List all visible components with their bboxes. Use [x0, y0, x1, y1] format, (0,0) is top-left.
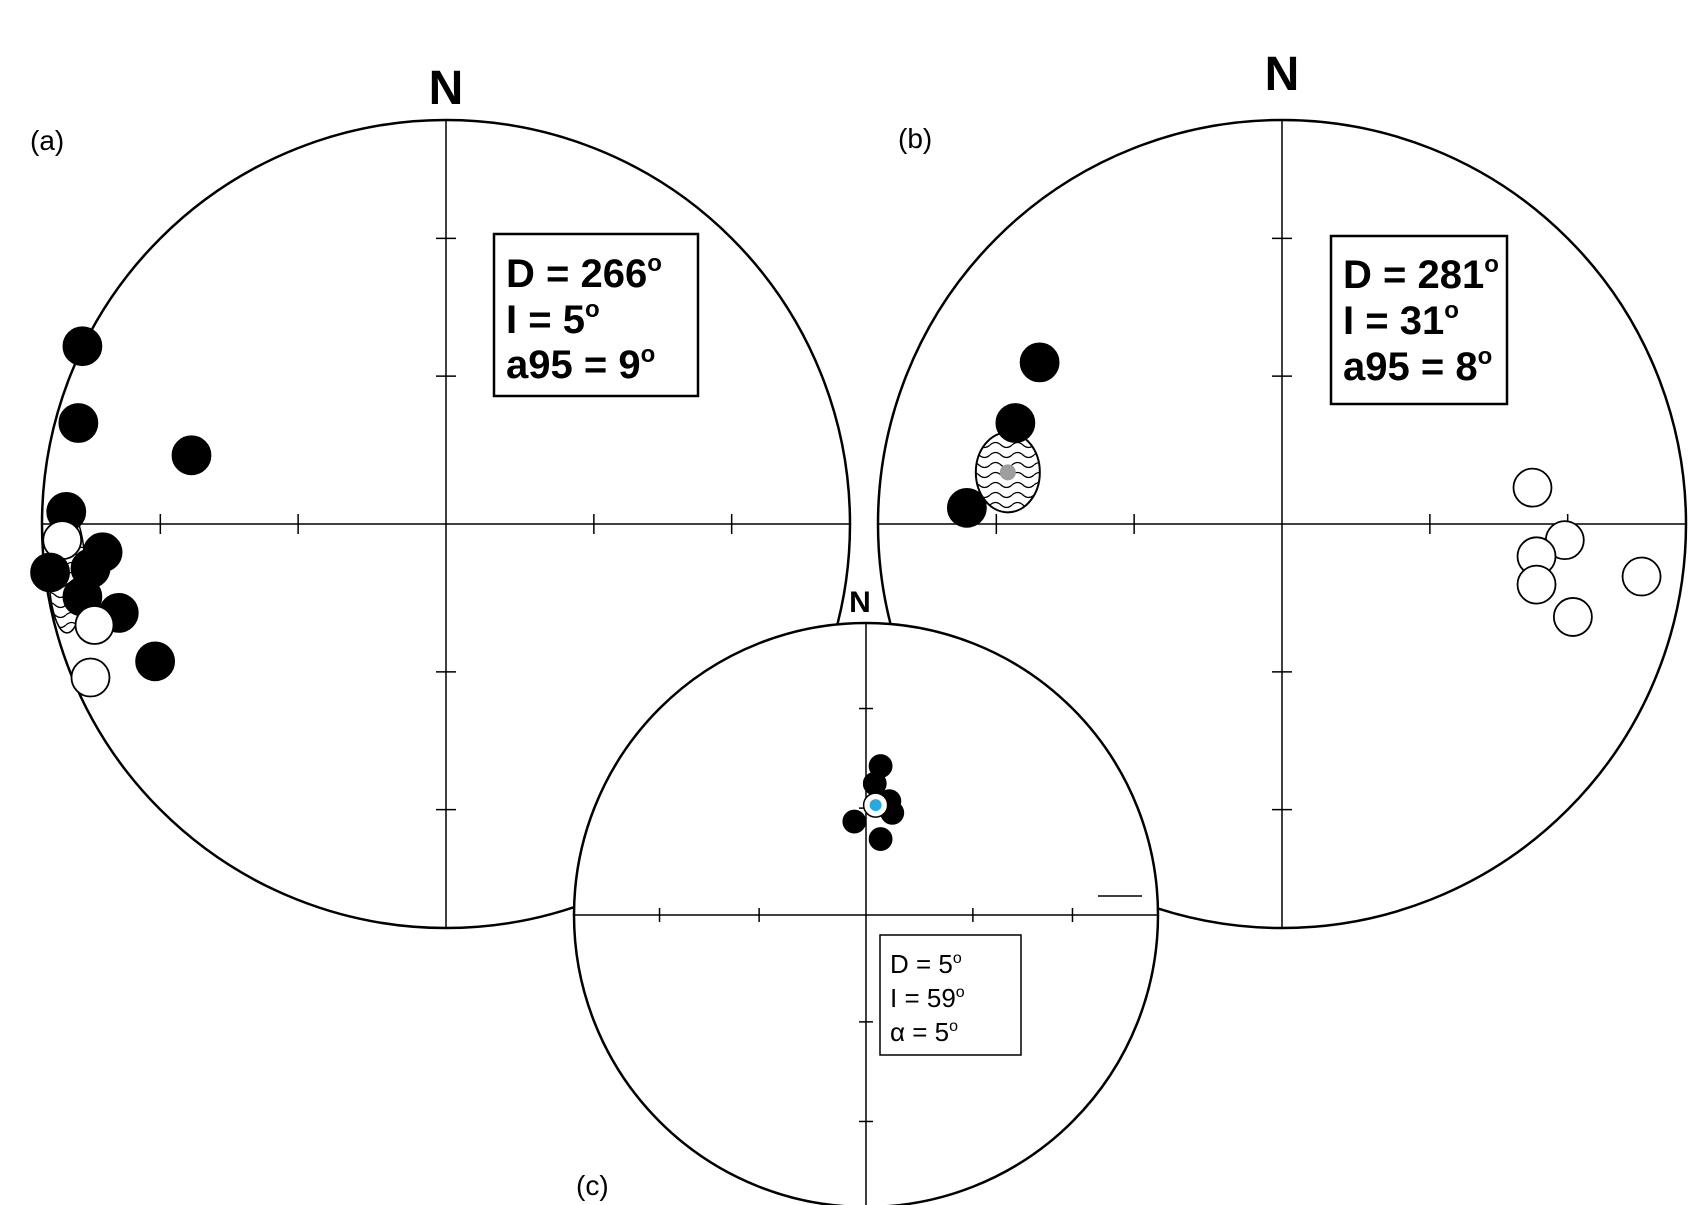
- north-label-a: N: [429, 62, 464, 115]
- stats-box-a: D = 266o I = 5o a95 = 9o: [492, 232, 700, 398]
- stat-b-dec: D = 281o: [1343, 251, 1499, 297]
- data-point-filled: [171, 435, 212, 476]
- data-point-filled: [868, 827, 893, 851]
- data-point-filled: [842, 809, 867, 834]
- mean-direction-b: [999, 464, 1016, 481]
- panel-label-a: (a): [30, 125, 64, 156]
- data-point-open: [1512, 467, 1553, 508]
- stat-a-inc: I = 5o: [506, 296, 600, 342]
- data-point-open: [1516, 564, 1557, 605]
- stat-b-inc: I = 31o: [1343, 297, 1459, 343]
- stat-c-dec: D = 5o: [890, 949, 962, 979]
- panel-label-b: (b): [898, 123, 932, 154]
- stats-box-b: D = 281o I = 31o a95 = 8o: [1329, 234, 1509, 406]
- stat-c-inc: I = 59o: [890, 983, 965, 1013]
- data-point-filled: [1019, 342, 1060, 383]
- stereonet-c: [572, 621, 1160, 1205]
- stats-box-c: D = 5o I = 59o α = 5o: [879, 934, 1022, 1056]
- stat-a-dec: D = 266o: [506, 250, 662, 296]
- data-point-filled: [58, 403, 99, 443]
- data-point-filled: [62, 326, 103, 367]
- data-point-open: [1621, 556, 1662, 597]
- data-point-filled: [946, 487, 987, 528]
- panel-label-c: (c): [576, 1170, 609, 1201]
- data-point-filled: [135, 641, 176, 682]
- data-point-filled: [30, 552, 70, 593]
- data-point-open: [1552, 597, 1593, 637]
- stat-a-a95: a95 = 9o: [506, 341, 655, 387]
- data-point-filled: [995, 403, 1036, 443]
- mean-direction-c: [869, 799, 882, 812]
- north-label-c: N: [849, 586, 871, 619]
- stat-b-a95: a95 = 8o: [1343, 343, 1492, 389]
- data-point-filled: [862, 771, 887, 796]
- data-point-open: [74, 605, 115, 645]
- stat-c-alpha: α = 5o: [890, 1017, 958, 1047]
- north-label-b: N: [1265, 48, 1300, 101]
- data-point-open: [70, 657, 111, 698]
